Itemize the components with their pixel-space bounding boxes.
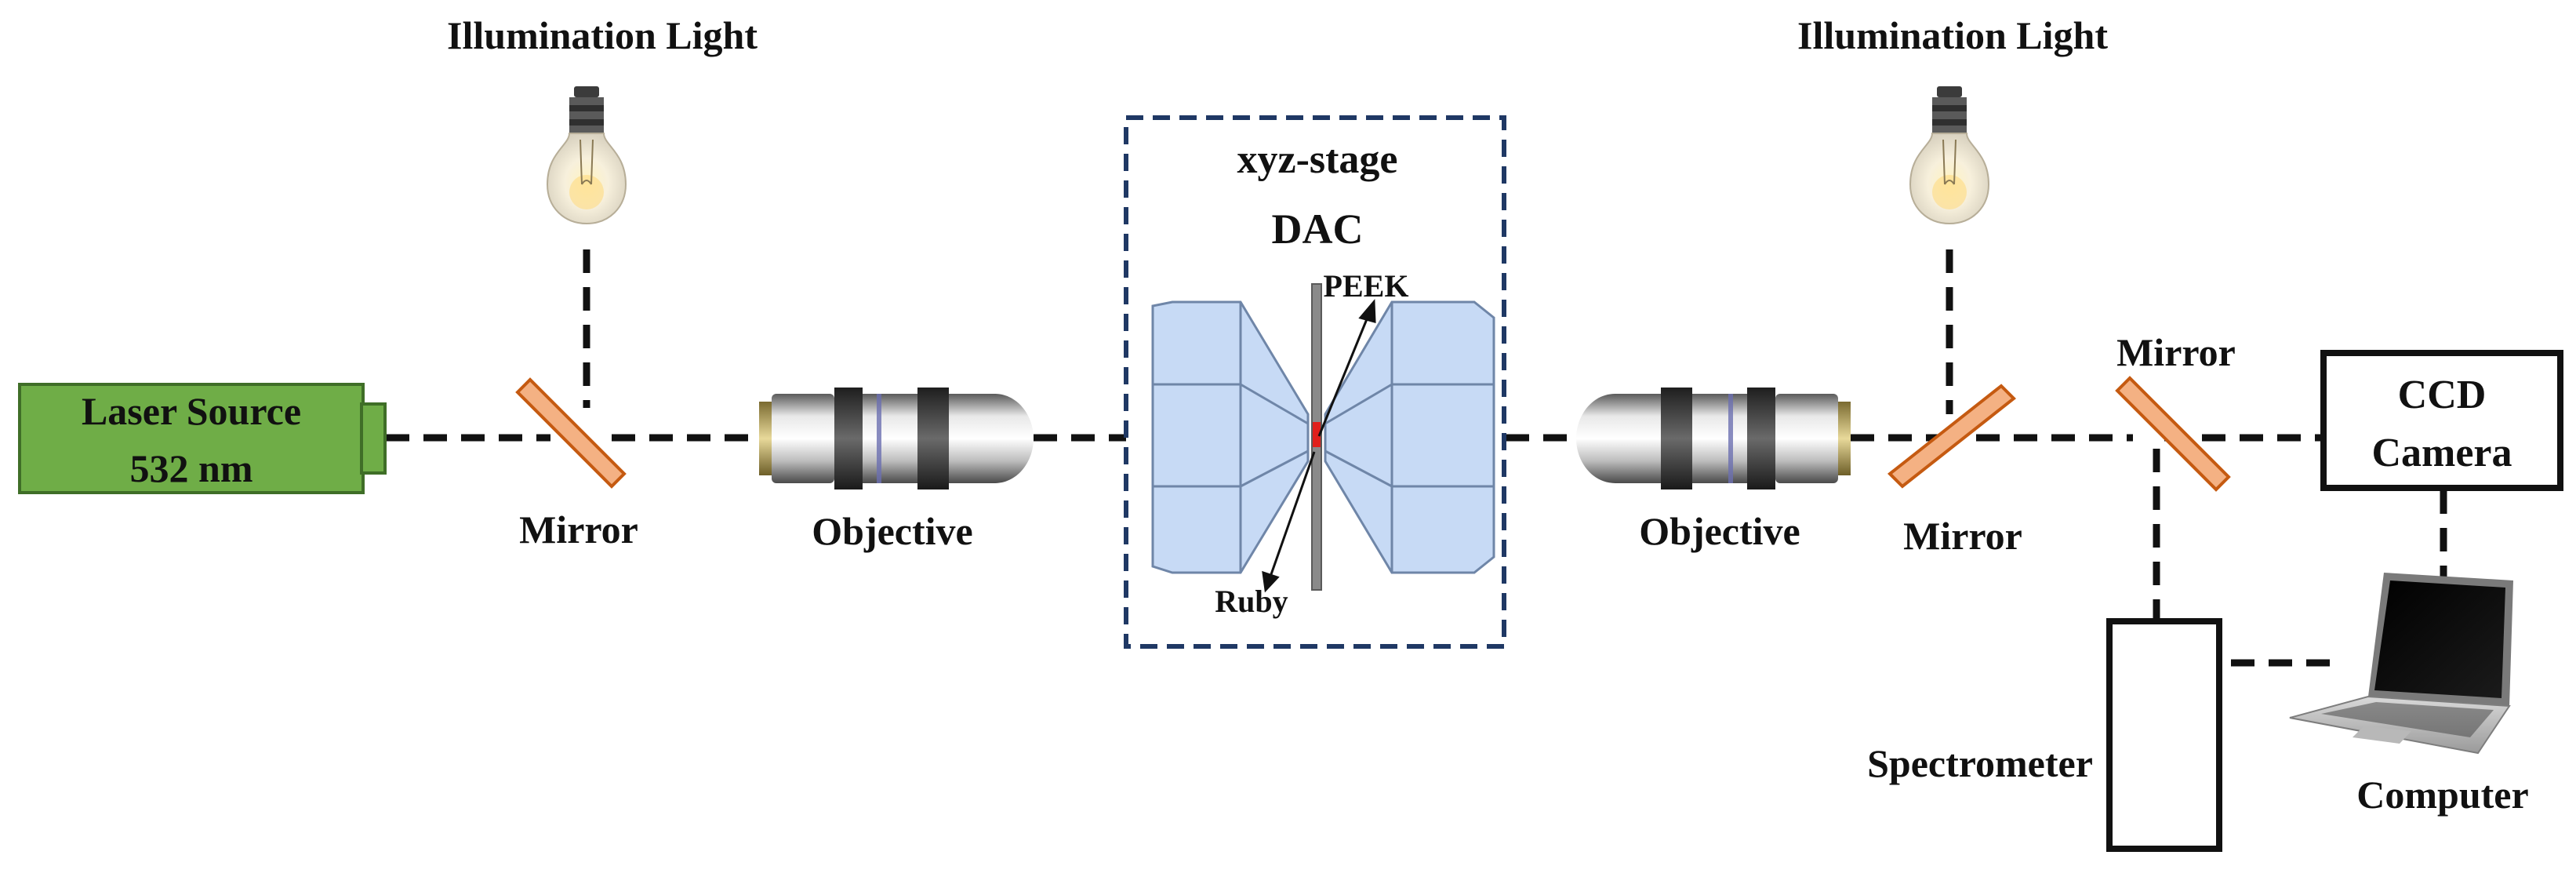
beam-path xyxy=(386,249,2447,667)
computer-label: Computer xyxy=(2356,773,2528,817)
ccd-label-line2: Camera xyxy=(2371,431,2512,475)
objective-lens-icon xyxy=(1576,388,1851,489)
xyz-stage-frame xyxy=(1124,115,1506,649)
ruby-label: Ruby xyxy=(1215,584,1288,619)
illumination-light-label-left: Illumination Light xyxy=(447,13,758,57)
ruby-sample xyxy=(1313,422,1321,447)
xyz-stage-label: xyz-stage xyxy=(1237,137,1397,182)
objective-1-label: Objective xyxy=(812,509,972,553)
illumination-light-label-right: Illumination Light xyxy=(1797,13,2108,57)
spectrometer-box xyxy=(2106,618,2222,852)
mirror-3 xyxy=(2115,376,2231,492)
laptop-icon xyxy=(2289,573,2513,755)
ccd-camera-box xyxy=(2320,350,2563,491)
objective-2-label: Objective xyxy=(1639,509,1800,553)
laser-source: Laser Source 532 nm xyxy=(18,383,387,494)
diamond-anvil-cell xyxy=(1151,300,1495,574)
annotation-arrows xyxy=(1262,299,1376,593)
mirror-2 xyxy=(1887,384,2017,489)
ccd-label-line1: CCD xyxy=(2398,373,2487,417)
mirror-1-label: Mirror xyxy=(519,508,638,551)
light-bulb-icon xyxy=(546,86,627,225)
mirror-3-label: Mirror xyxy=(2116,330,2236,374)
laser-label-line2: 532 nm xyxy=(130,446,253,490)
light-bulb-icon xyxy=(1909,86,1990,225)
laser-label-line1: Laser Source xyxy=(82,389,301,433)
dac-label: DAC xyxy=(1272,206,1364,253)
peek-label: PEEK xyxy=(1324,268,1409,304)
mirror-1 xyxy=(515,377,627,489)
objective-lens-icon xyxy=(759,388,1034,489)
mirror-2-label: Mirror xyxy=(1903,514,2022,558)
left-anvil xyxy=(1151,300,1310,574)
spectrometer-label: Spectrometer xyxy=(1867,741,2093,785)
right-anvil xyxy=(1324,300,1495,574)
